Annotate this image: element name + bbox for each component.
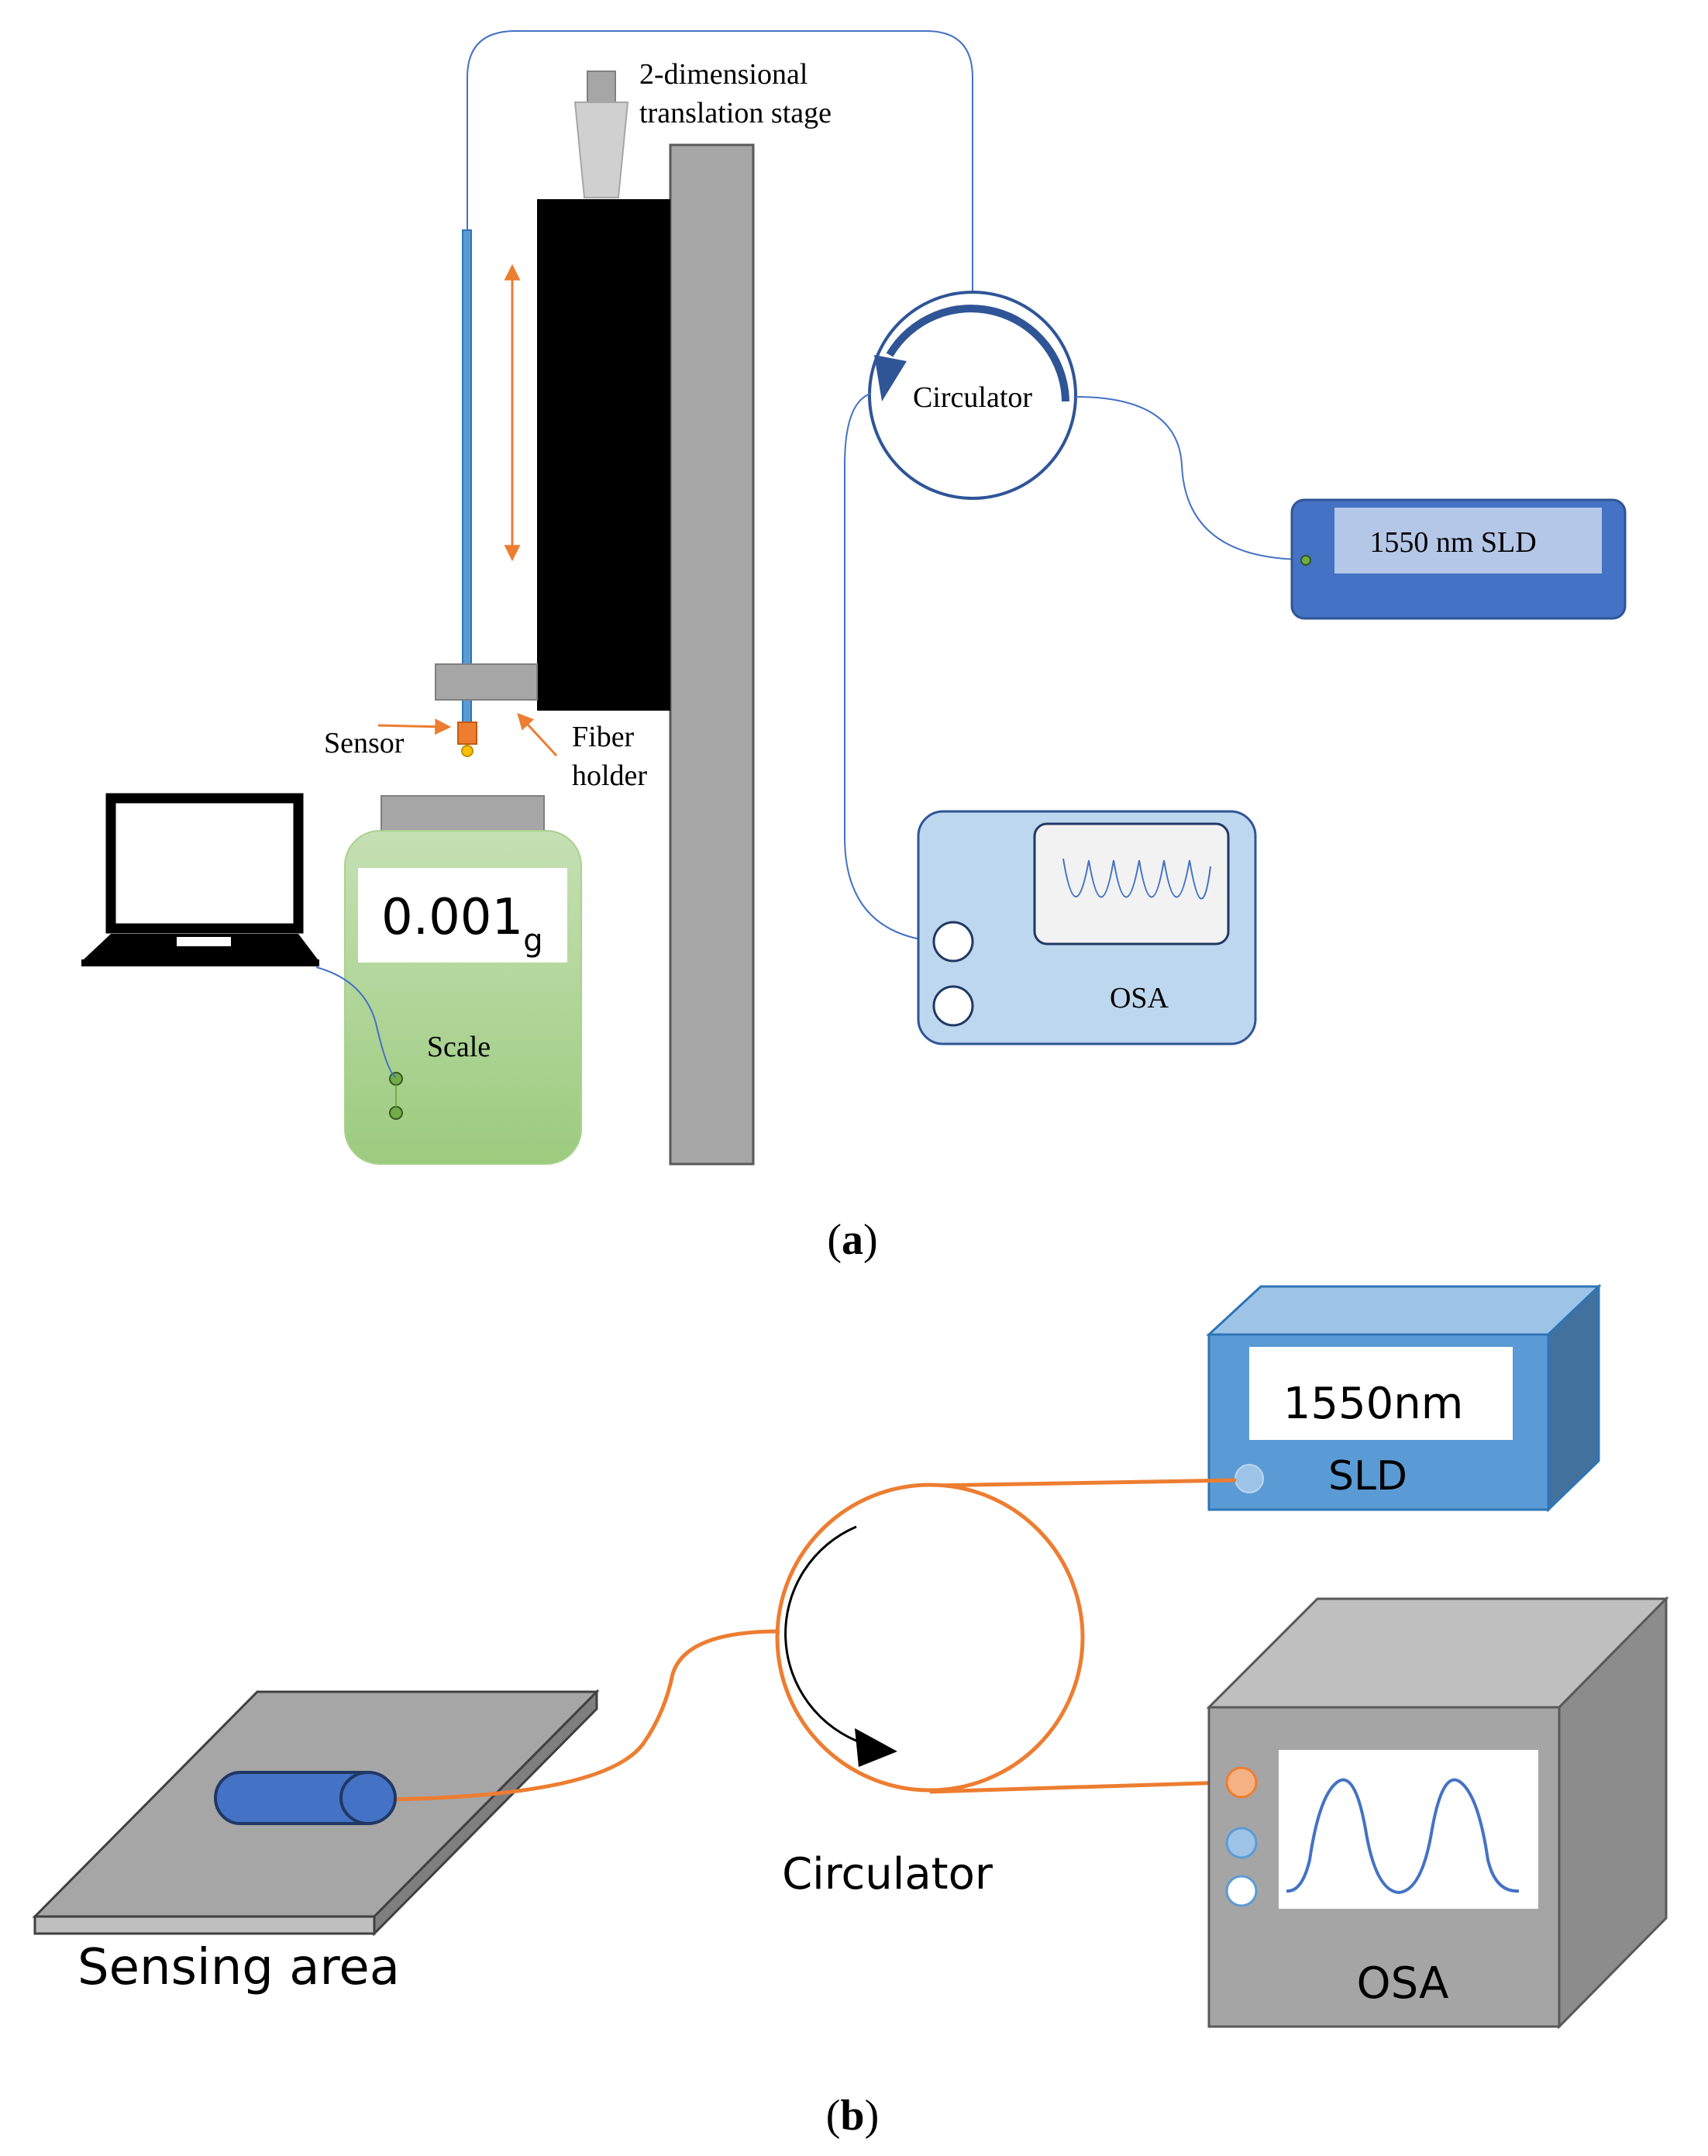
cable-laptop-to-scale xyxy=(315,966,397,1078)
osa-a-port-2 xyxy=(932,985,974,1027)
sensor-cylinder xyxy=(214,1771,397,1825)
scale-display xyxy=(358,868,567,963)
circulator-a-arrow xyxy=(886,305,1069,402)
panel-b: 1550nm SLD Circulator OSA xyxy=(32,1283,1669,2140)
stage-pillar xyxy=(669,143,755,1166)
osa-b: OSA xyxy=(1206,1596,1669,2030)
osa-a-spectrum xyxy=(1062,858,1211,900)
sld-source-b: 1550nm SLD xyxy=(1206,1283,1602,1513)
fiber-b-sensor-to-circulator xyxy=(383,1629,780,1802)
osa-b-label: OSA xyxy=(1357,1958,1449,2009)
scale-pan xyxy=(381,795,545,832)
translation-stage-knob xyxy=(573,71,629,198)
sensor-label: Sensor xyxy=(324,727,405,759)
sld-b-display-text: 1550nm xyxy=(1283,1379,1464,1429)
osa-b-spectrum xyxy=(1286,1778,1520,1895)
circulator-b xyxy=(775,1478,1237,1794)
stage-label-line1: 2-dimensional xyxy=(639,58,808,91)
laptop-icon xyxy=(81,793,319,966)
scale-port-2 xyxy=(389,1106,403,1120)
panel-a: 2-dimensional translation stage Sensor F… xyxy=(81,30,1627,1264)
osa-a-screen xyxy=(1033,822,1230,945)
circulator-a: Circulator xyxy=(868,291,1077,500)
circulator-b-arrow xyxy=(784,1525,865,1745)
fiber-holder-label-line1: Fiber xyxy=(572,721,635,753)
scale-unit: g xyxy=(523,923,542,959)
sld-source-a: 1550 nm SLD xyxy=(1290,498,1627,620)
osa-b-port-3 xyxy=(1225,1875,1258,1907)
caption-b: (b) xyxy=(826,2092,879,2140)
fiber-b-bottom-to-osa xyxy=(929,1780,1228,1794)
stage-holder-block xyxy=(537,199,670,711)
osa-a: OSA xyxy=(917,810,1257,1045)
sld-b-port xyxy=(1235,1464,1264,1493)
sld-b-display xyxy=(1249,1347,1513,1440)
scale: 0.001g Scale xyxy=(344,795,582,1165)
stage-label-line2: translation stage xyxy=(639,97,832,129)
fiber-holder-pointer-arrow xyxy=(517,712,558,757)
fiber-probe xyxy=(462,229,472,735)
caption-a: (a) xyxy=(827,1216,877,1264)
fiber-holder-bar xyxy=(435,663,538,701)
sensing-area-label: Sensing area xyxy=(77,1939,400,1996)
circulator-a-label: Circulator xyxy=(913,381,1032,414)
fiber-holder-label-line2: holder xyxy=(572,759,647,792)
fiber-circulator-to-osa xyxy=(844,393,938,942)
fiber-circulator-to-sld xyxy=(1075,396,1303,560)
sld-a-label: 1550 nm SLD xyxy=(1369,526,1536,559)
sensor-tip xyxy=(461,745,473,757)
osa-a-port-1 xyxy=(932,921,974,963)
osa-a-label: OSA xyxy=(1110,982,1169,1014)
osa-b-port-1 xyxy=(1225,1766,1258,1799)
sensor-block xyxy=(457,722,477,745)
osa-b-port-2 xyxy=(1225,1827,1258,1859)
scale-label: Scale xyxy=(427,1031,491,1063)
circulator-b-arrowhead xyxy=(855,1728,897,1767)
circulator-b-label: Circulator xyxy=(782,1849,993,1899)
sld-b-label: SLD xyxy=(1328,1453,1407,1500)
fiber-b-top-to-sld xyxy=(929,1478,1237,1488)
osa-b-screen xyxy=(1279,1750,1538,1909)
circulator-a-arrowhead xyxy=(874,355,907,401)
scale-reading: 0.001g xyxy=(381,889,543,959)
scale-value: 0.001 xyxy=(381,889,523,946)
fiber-probe-to-circulator xyxy=(467,30,973,291)
scale-port-1 xyxy=(389,1072,403,1086)
sensor-pointer-arrow xyxy=(377,718,452,735)
sld-a-port xyxy=(1300,555,1311,566)
